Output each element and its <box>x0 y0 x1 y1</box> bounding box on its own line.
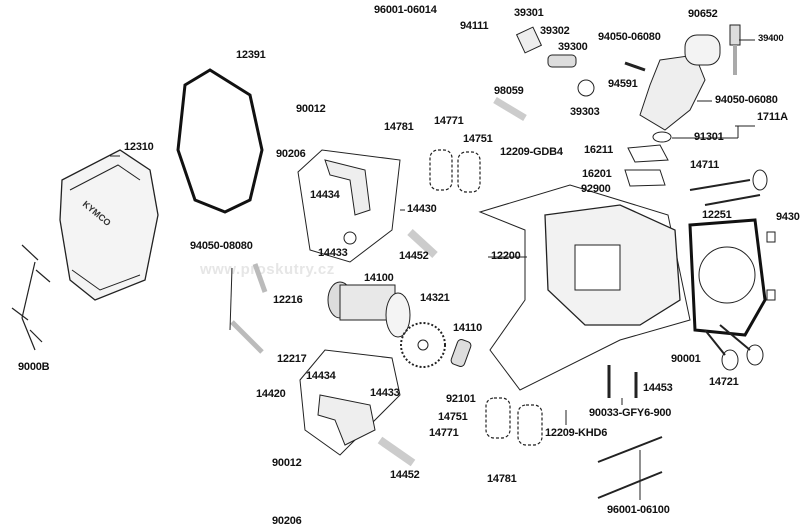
sensor-39400 <box>729 24 741 46</box>
link-12217 <box>230 320 264 354</box>
valves <box>689 169 768 371</box>
part-label: 12209-KHD6 <box>545 427 608 439</box>
part-label: 12217 <box>277 353 307 365</box>
part-label: 92101 <box>446 393 476 405</box>
part-label: 96001-06100 <box>607 504 670 516</box>
part-label: 12216 <box>273 294 303 306</box>
part-label: 1711A <box>757 111 788 123</box>
part-label: 94050-08080 <box>190 240 253 252</box>
part-label: 39303 <box>570 106 600 118</box>
part-label: 12391 <box>236 49 266 61</box>
part-label: 14751 <box>438 411 468 423</box>
pin-14452-upper <box>407 229 438 258</box>
part-label: 14452 <box>399 250 429 262</box>
rocker-arm-lower <box>317 394 376 446</box>
part-label: 14321 <box>420 292 450 304</box>
part-label: 14433 <box>318 247 348 259</box>
part-label: 90652 <box>688 8 718 20</box>
leader-lines <box>110 39 755 500</box>
part-label: 14771 <box>434 115 464 127</box>
part-label: 90012 <box>272 457 302 469</box>
hose-clamp-90652 <box>684 34 721 66</box>
part-label: 94111 <box>460 20 489 32</box>
rocker-group-box-upper <box>297 149 401 263</box>
holder-39301 <box>515 26 543 54</box>
leader-line <box>229 267 233 331</box>
gasket-16201 <box>624 169 666 187</box>
part-label: 14721 <box>709 376 739 388</box>
gasket-bore <box>698 246 756 304</box>
part-label: 94050-06080 <box>715 94 778 106</box>
part-label: 14771 <box>429 427 459 439</box>
part-label: 14110 <box>453 322 482 334</box>
part-label: 14420 <box>256 388 286 400</box>
part-label: 39301 <box>514 7 544 19</box>
part-label: 39302 <box>540 25 570 37</box>
part-label: 96001-06014 <box>374 4 437 16</box>
part-label: 14711 <box>690 159 719 171</box>
gasket-16211 <box>627 144 669 163</box>
part-label: 90206 <box>272 515 302 527</box>
cover-bolts <box>11 244 51 351</box>
thermostat-housing-1711A <box>639 54 706 131</box>
cam-sprocket-14321 <box>400 322 446 368</box>
cylinder-gasket-12251 <box>688 218 767 337</box>
spark-plug-98059 <box>493 96 527 122</box>
part-label: 12310 <box>124 141 154 153</box>
part-label: 90206 <box>276 148 306 160</box>
part-label: 90033-GFY6-900 <box>589 407 672 419</box>
bearing-upper <box>343 231 357 245</box>
combustion-port <box>574 244 621 291</box>
link-12216 <box>252 263 268 293</box>
part-label: 39300 <box>558 41 588 53</box>
part-label: 12209-GDB4 <box>500 146 563 158</box>
camshaft-14100 <box>327 281 411 338</box>
part-label: 92900 <box>581 183 611 195</box>
part-label: 14430 <box>407 203 437 215</box>
sprocket-hub <box>417 339 429 351</box>
part-label: 12251 <box>702 209 732 221</box>
head-group-box <box>478 184 691 391</box>
o-ring-91301 <box>652 131 672 143</box>
studs-and-bolts <box>597 365 663 499</box>
head-cover-12310: KYMCO <box>59 149 159 301</box>
part-label: 91301 <box>694 131 724 143</box>
part-label: 98059 <box>494 85 524 97</box>
part-label: 90001 <box>671 353 701 365</box>
part-label: 14751 <box>463 133 493 145</box>
watermark: www.proskutry.cz <box>200 261 335 278</box>
part-label: 39400 <box>758 33 784 44</box>
pin-14452-lower <box>377 436 416 467</box>
part-label: 90012 <box>296 103 326 115</box>
part-label: 14100 <box>364 272 394 284</box>
part-label: 14781 <box>487 473 517 485</box>
part-label: 14434 <box>310 189 340 201</box>
dowel-94301-upper <box>766 231 776 243</box>
stud-94591 <box>624 61 646 72</box>
o-ring-39303 <box>577 79 595 97</box>
injector-39300 <box>547 54 577 68</box>
part-label: 14453 <box>643 382 673 394</box>
rocker-group-box-lower <box>299 349 401 456</box>
part-label: 9000B <box>18 361 50 373</box>
part-label: 14452 <box>390 469 420 481</box>
part-label: 14781 <box>384 121 414 133</box>
part-label: 14433 <box>370 387 400 399</box>
rocker-arm-upper <box>324 159 371 216</box>
gasket-12391 <box>176 68 264 214</box>
part-label: 12200 <box>491 250 521 262</box>
part-label: 16211 <box>584 144 613 156</box>
part-label: 16201 <box>582 168 612 180</box>
valve-springs <box>429 149 543 446</box>
dowel-94301-lower <box>766 289 776 301</box>
part-label: 14434 <box>306 370 336 382</box>
tensioner-14110 <box>450 339 472 367</box>
part-label: 94591 <box>608 78 638 90</box>
part-label: 94050-06080 <box>598 31 661 43</box>
